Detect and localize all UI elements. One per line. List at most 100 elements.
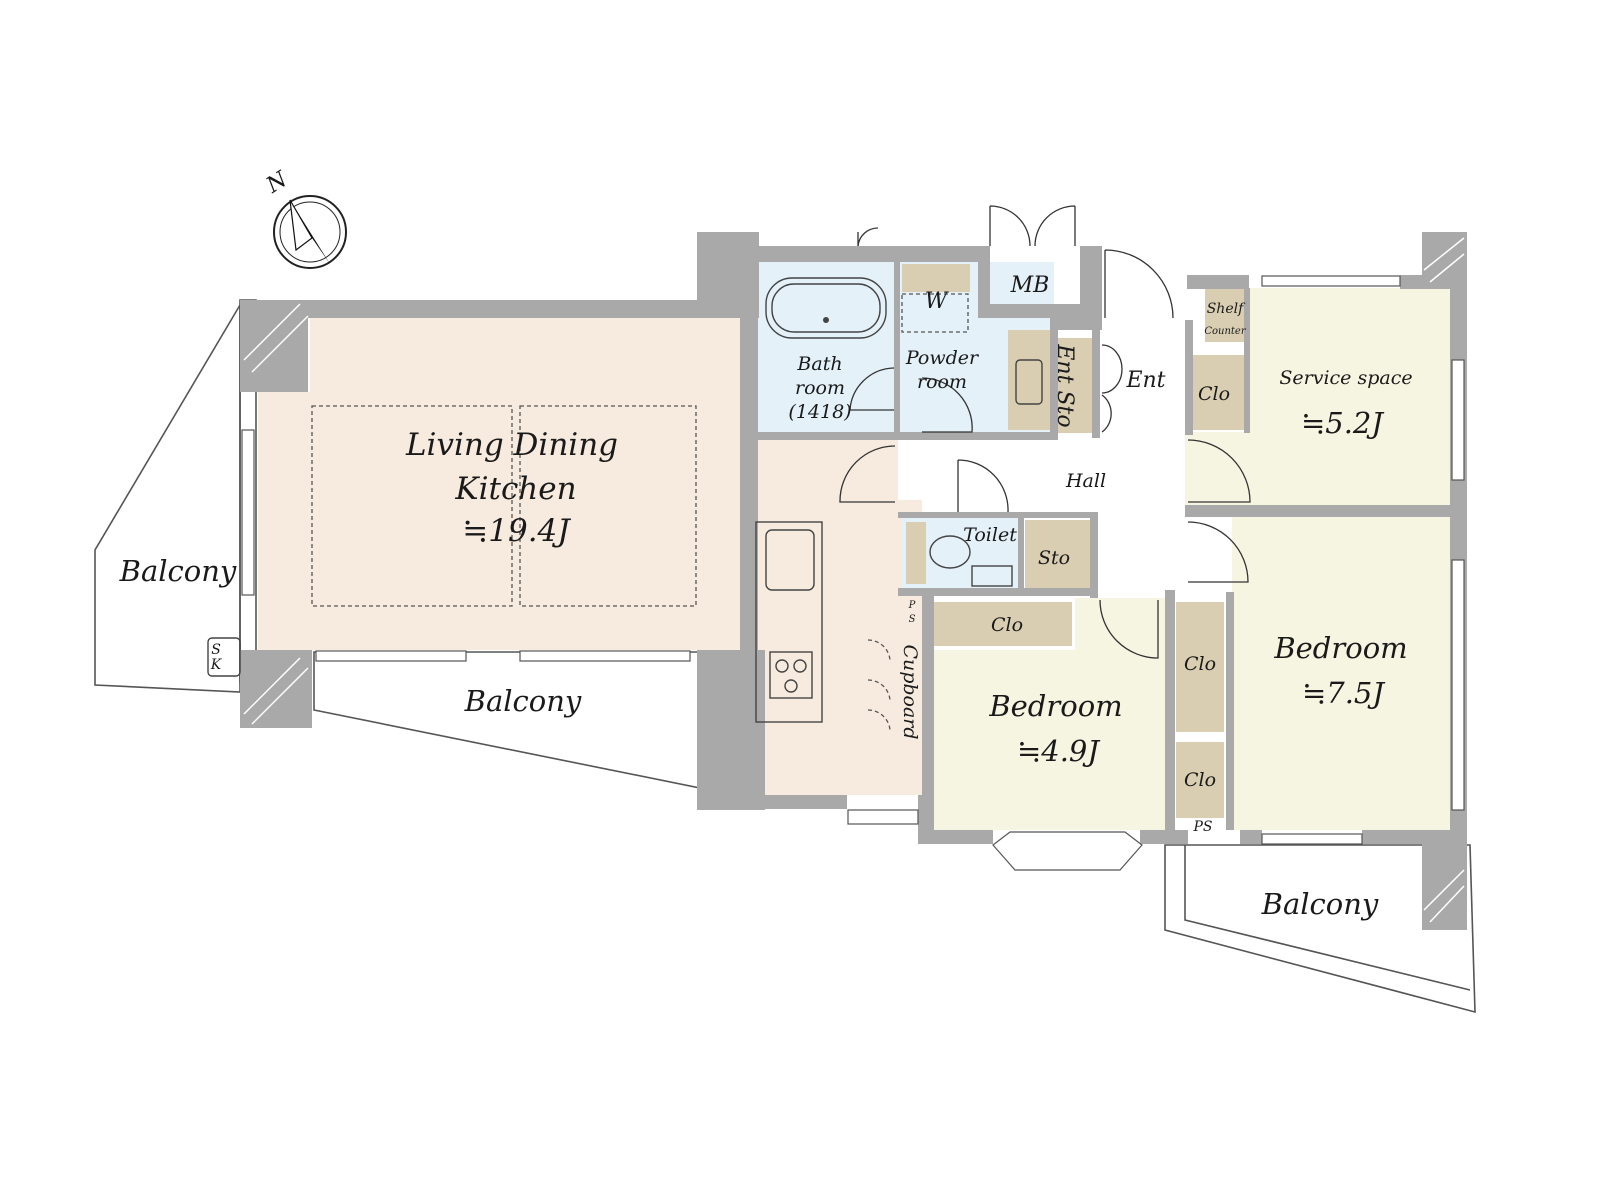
sk-label-line2: K: [210, 657, 223, 673]
wall-south-bed2-right: [1362, 830, 1450, 844]
bedroom1-label: Bedroom: [988, 689, 1122, 723]
wall-bath-west: [740, 300, 758, 440]
wall-ldk-top: [310, 300, 700, 318]
cupboard-label: Cupboard: [899, 644, 921, 739]
wall-se-corner: [1422, 830, 1467, 930]
wall-toilet-sto: [1018, 516, 1024, 592]
toilet-label: Toilet: [963, 524, 1017, 546]
wall-ent-sto-east: [1092, 330, 1100, 438]
wall-sto-east: [1090, 512, 1098, 598]
door-entrance: [1104, 249, 1174, 319]
wall-bath-top: [758, 246, 980, 262]
ps1-label-line2: S: [909, 614, 916, 625]
wall-ldk-nw-corner: [240, 300, 308, 392]
wall-service-west: [1185, 320, 1193, 435]
wall-south-bed2-left: [1240, 830, 1262, 844]
door-ldk: [839, 445, 896, 503]
closet-service: [1188, 355, 1244, 430]
storage-hall: [1025, 520, 1093, 592]
door-mb-left: [989, 205, 1031, 247]
shelf-label-line1: Shelf: [1207, 301, 1246, 317]
powder-label-line1: Powder: [905, 347, 980, 369]
bath-label-line3: (1418): [788, 401, 851, 423]
window-bed2-south: [1261, 833, 1363, 845]
wall-ent-top: [1055, 318, 1102, 330]
door-bedroom2: [1187, 521, 1249, 583]
toilet-icon: [929, 535, 971, 569]
storage-label: Sto: [1038, 547, 1070, 569]
window-kitchen-south: [847, 809, 919, 825]
ldk-label-line2: Kitchen: [454, 471, 576, 507]
wall-bath-powder: [894, 262, 900, 437]
wall-service-top-left: [1187, 275, 1249, 289]
wall-kitchen-south: [697, 650, 765, 810]
wall-toilet-bottom: [898, 588, 1094, 596]
balcony-west-outline: [94, 302, 241, 693]
entrance-label: Ent: [1125, 368, 1165, 393]
wall-ldk-sw-corner: [240, 650, 312, 728]
doors: [839, 205, 1251, 731]
kitchen-counter: [755, 521, 823, 723]
wall-mb-right: [1080, 246, 1102, 318]
compass-north-label: N: [261, 167, 292, 199]
wall-toilet-top: [898, 512, 1094, 518]
labels: Living Dining Kitchen ≒19.4J Bath room (…: [119, 273, 1413, 921]
door-mb-right: [1034, 205, 1076, 247]
balcony-southeast-label: Balcony: [1261, 887, 1379, 921]
bedroom2-area: [1232, 517, 1450, 830]
wall-bed1-east: [1165, 590, 1175, 830]
wall-south-1: [765, 795, 847, 809]
bedroom1-area: [930, 598, 1165, 830]
hall-label: Hall: [1065, 470, 1106, 492]
cupboard-doors: [867, 639, 891, 731]
fixtures: [207, 277, 1043, 723]
door-service: [1187, 439, 1251, 503]
door-bedroom1: [1099, 599, 1159, 659]
wall-powder-east: [1050, 318, 1058, 438]
vanity: [1008, 330, 1050, 430]
balcony-southeast-outline: [1164, 844, 1476, 1014]
cooktop-icon: [769, 651, 813, 699]
dining-rug-left: [311, 405, 513, 607]
compass-icon: N: [261, 167, 347, 269]
service-space-area: ≒5.2J: [1301, 406, 1384, 440]
closet-bedroom1-label: Clo: [991, 614, 1023, 636]
windows: [241, 275, 1465, 871]
shelf-label-line2: Counter: [1204, 326, 1246, 337]
drain-icon: [823, 317, 829, 323]
wall-south-bed1-right: [1140, 830, 1188, 844]
wall-hatching: [243, 237, 1465, 923]
entrance-storage-label: Ent Sto: [1052, 343, 1077, 427]
powder-label-line2: room: [917, 371, 967, 393]
closet-bedroom2-bottom-label: Clo: [1184, 769, 1216, 791]
burner-icon: [793, 659, 807, 673]
sk-label-line1: S: [211, 642, 221, 658]
ldk-area: ≒19.4J: [462, 513, 571, 549]
bath-area: [758, 262, 894, 434]
closet-bedroom2-top-label: Clo: [1184, 653, 1216, 675]
wall-bath-bottom: [758, 432, 1058, 440]
bathtub-icon: [765, 277, 887, 339]
wall-mb-bottom: [978, 304, 1080, 318]
window-ldk-south-1: [315, 650, 467, 662]
door-toilet: [957, 459, 1009, 513]
wall-service-west2: [1244, 288, 1250, 433]
door-powder: [921, 377, 973, 433]
bedroom1-area: ≒4.9J: [1017, 734, 1100, 768]
ps2-label: PS: [1192, 819, 1212, 835]
wall-kitchen-west: [740, 440, 758, 650]
closet-bedroom1: [934, 602, 1072, 646]
window-ldk-west: [241, 429, 255, 596]
closet-service-label: Clo: [1198, 383, 1230, 405]
sk-box: [207, 637, 241, 677]
window-bed2-east: [1451, 559, 1465, 811]
bedroom2-label: Bedroom: [1273, 631, 1407, 665]
door-ent-sto: [1101, 344, 1123, 433]
sink-icon: [1015, 359, 1043, 405]
balcony-south-label: Balcony: [464, 684, 582, 718]
ps1-label-line1: P: [908, 600, 916, 611]
entrance-storage: [1057, 338, 1093, 433]
mb-label: MB: [1010, 273, 1050, 298]
balcony-south-outline: [313, 651, 701, 789]
